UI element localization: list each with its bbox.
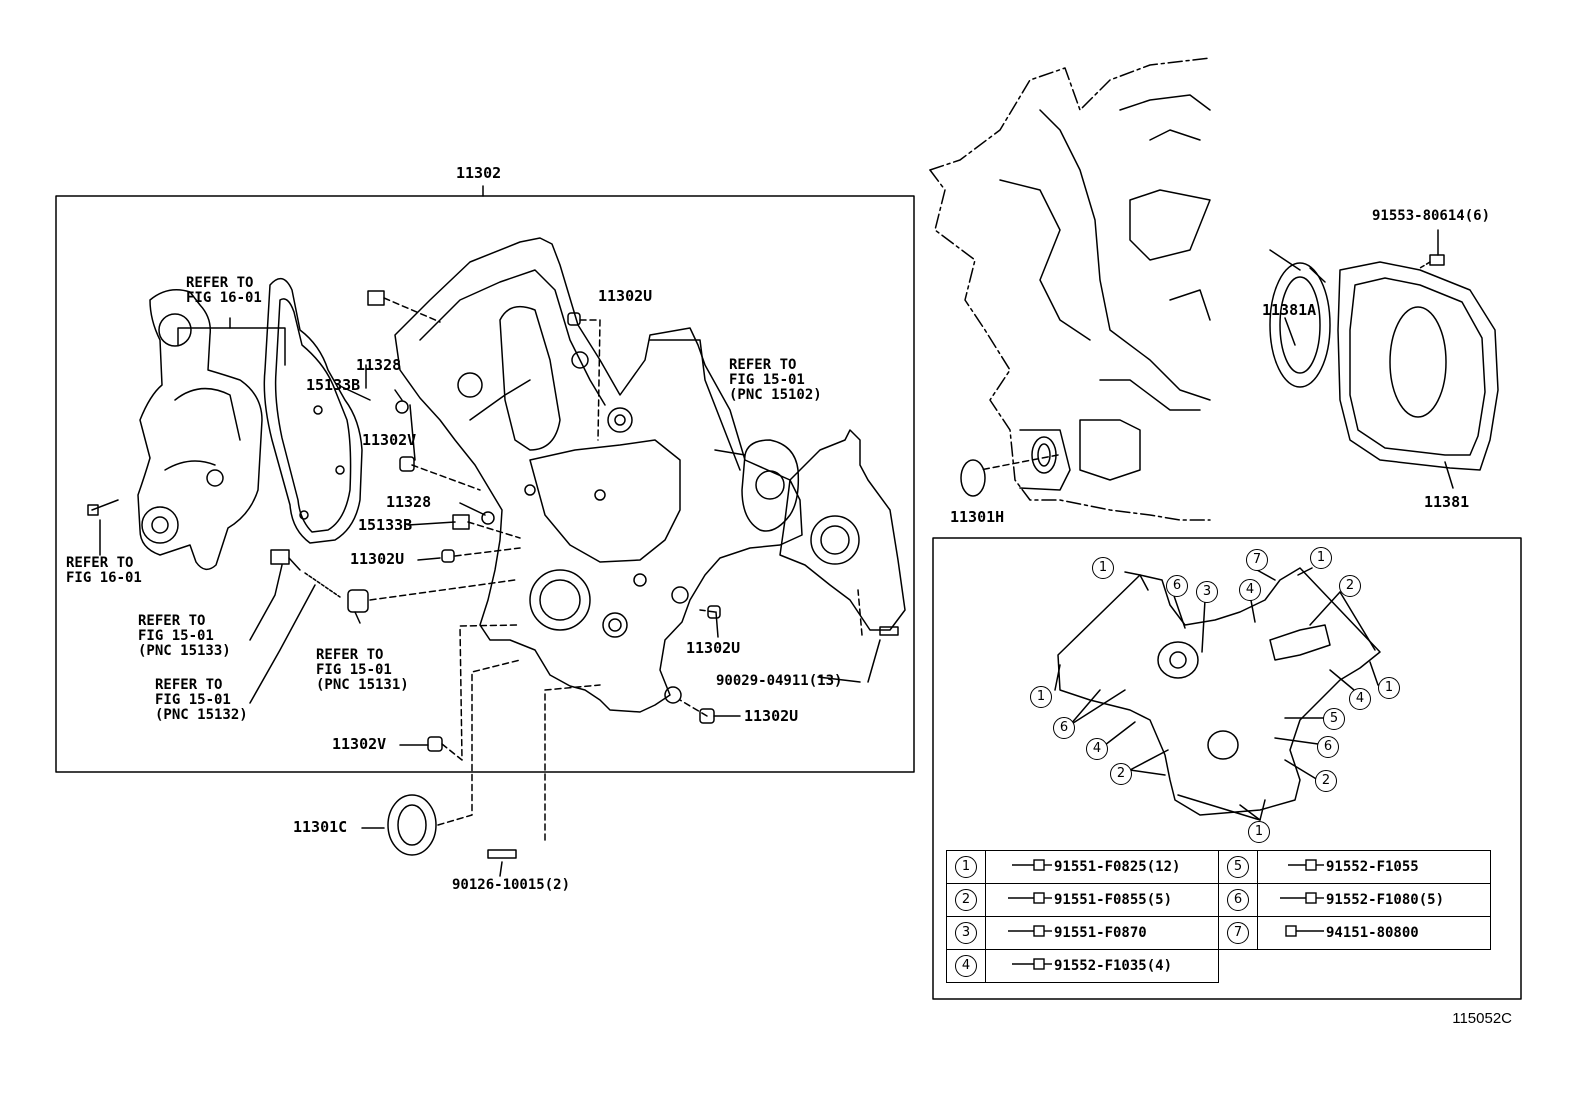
main-assembly-label: 11302 (456, 164, 502, 182)
callout-5: 5 (1323, 708, 1345, 730)
callout-6: 6 (1317, 736, 1339, 758)
callout-1: 1 (1030, 686, 1052, 708)
part-11302v-b: 11302V (332, 735, 387, 753)
part-11302u-a: 11302U (598, 287, 653, 305)
legend-row: 1 91551-F0825(12) 5 91552-F1055 (946, 850, 1491, 884)
part-11301c: 11301C (293, 818, 348, 836)
refer-fig-16-01-left: REFER TO FIG 16-01 (66, 555, 142, 586)
assembly-dashed-lines (369, 297, 863, 841)
part-15133b-a: 15133B (306, 376, 361, 394)
legend-part-number: 91551-F0855(5) (1054, 892, 1173, 908)
bolt-icon (1280, 858, 1324, 876)
callout-2: 2 (1110, 763, 1132, 785)
refer-fig-16-01-top: REFER TO FIG 16-01 (186, 275, 262, 306)
callout-6: 6 (1166, 575, 1188, 597)
legend-row: 3 91551-F0870 7 94151-80800 (946, 916, 1491, 950)
bolt-icon (1008, 891, 1052, 909)
part-11381a: 11381A (1262, 301, 1317, 319)
oil-pump-drawing (741, 429, 906, 631)
legend-number: 3 (955, 922, 977, 944)
callout-4: 4 (1349, 688, 1371, 710)
legend-part-number: 91552-F1055 (1326, 859, 1419, 875)
part-11302v-a: 11302V (362, 431, 417, 449)
callout-4: 4 (1086, 738, 1108, 760)
refer-fig-15-01-pnc-15102: REFER TO FIG 15-01 (PNC 15102) (729, 357, 822, 403)
legend-part-number: 94151-80800 (1326, 925, 1419, 941)
legend-row: 2 91551-F0855(5) 6 91552-F1080(5) (946, 883, 1491, 917)
legend-number: 2 (955, 889, 977, 911)
legend-part-number: 91552-F1035(4) (1054, 958, 1173, 974)
part-11381: 11381 (1424, 493, 1470, 511)
refer-fig-15-01-pnc-15133: REFER TO FIG 15-01 (PNC 15133) (138, 613, 231, 659)
legend-number: 4 (955, 955, 977, 977)
legend-number: 6 (1227, 889, 1249, 911)
legend-part-number: 91551-F0825(12) (1054, 859, 1181, 875)
bolt-icon (1008, 957, 1052, 975)
bolt-icon (1008, 858, 1052, 876)
legend-number: 7 (1227, 922, 1249, 944)
callout-1: 1 (1378, 677, 1400, 699)
legend-part-number: 91551-F0870 (1054, 925, 1147, 941)
part-11328-b: 11328 (386, 493, 432, 511)
leader-lines (99, 317, 881, 877)
part-11302u-d: 11302U (744, 707, 799, 725)
bolt-legend-frame (932, 537, 1522, 1000)
callout-2: 2 (1315, 770, 1337, 792)
callout-6: 6 (1053, 717, 1075, 739)
part-11302u-b: 11302U (350, 550, 405, 568)
water-pump-gasket-drawing (263, 277, 363, 544)
part-90126-10015: 90126-10015(2) (452, 877, 571, 893)
timing-cover-drawing (394, 237, 803, 713)
figure-code: 115052C (1452, 1010, 1512, 1027)
water-pump-drawing (87, 289, 263, 571)
callout-3: 3 (1196, 581, 1218, 603)
part-15133b-b: 15133B (358, 516, 413, 534)
callout-2: 2 (1339, 575, 1361, 597)
callout-1: 1 (1310, 547, 1332, 569)
legend-part-number: 91552-F1080(5) (1326, 892, 1445, 908)
part-90029-04911: 90029-04911(13) (716, 673, 843, 689)
part-91553-80614: 91553-80614(6) (1372, 208, 1491, 224)
callout-7: 7 (1246, 549, 1268, 571)
bolt-icon (1008, 924, 1052, 942)
legend-number: 5 (1227, 856, 1249, 878)
bolt-icon (1280, 891, 1324, 909)
engine-block-drawing (929, 57, 1211, 521)
legend-row: 4 91552-F1035(4) (946, 949, 1491, 983)
legend-number: 1 (955, 856, 977, 878)
nut-icon (1280, 924, 1324, 942)
part-11302u-c: 11302U (686, 639, 741, 657)
main-assembly-frame (55, 195, 915, 773)
callout-4: 4 (1239, 579, 1261, 601)
bolt-legend-table: 1 91551-F0825(12) 5 91552-F1055 2 91551-… (946, 850, 1491, 983)
refer-fig-15-01-pnc-15131: REFER TO FIG 15-01 (PNC 15131) (316, 647, 409, 693)
part-11328-a: 11328 (356, 356, 402, 374)
seal-retainer-drawing (1269, 229, 1499, 489)
part-11301h: 11301H (950, 508, 1005, 526)
callout-1: 1 (1092, 557, 1114, 579)
callout-1: 1 (1248, 821, 1270, 843)
refer-fig-15-01-pnc-15132: REFER TO FIG 15-01 (PNC 15132) (155, 677, 248, 723)
